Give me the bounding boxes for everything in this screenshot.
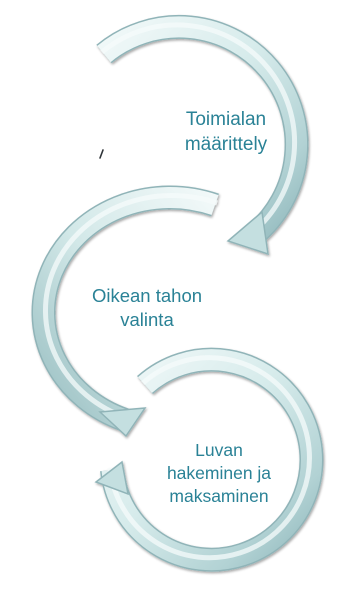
stray-mark <box>99 149 104 159</box>
cycle-arrow-2 <box>31 185 219 438</box>
arrowhead-2 <box>98 407 147 438</box>
step-label-3: Luvan hakeminen ja maksaminen <box>150 439 288 507</box>
step-3-line-2: hakeminen ja <box>166 462 272 483</box>
step-3-line-1: Luvan <box>195 440 243 460</box>
step-1-line-1: Toimialan <box>185 109 267 130</box>
step-label-1: Toimialan määrittely <box>163 108 289 157</box>
step-2-line-1: Oikean tahon <box>91 285 203 306</box>
step-label-2: Oikean tahon valinta <box>62 284 232 332</box>
arrowhead-1 <box>226 210 269 256</box>
cycle-arrow-3 <box>94 347 324 572</box>
arrowhead-3 <box>94 460 129 496</box>
step-2-line-2: valinta <box>120 309 174 331</box>
step-3-line-3: maksaminen <box>169 485 269 506</box>
step-1-line-2: määrittely <box>184 133 268 155</box>
cycle-arrow-1 <box>96 14 309 256</box>
